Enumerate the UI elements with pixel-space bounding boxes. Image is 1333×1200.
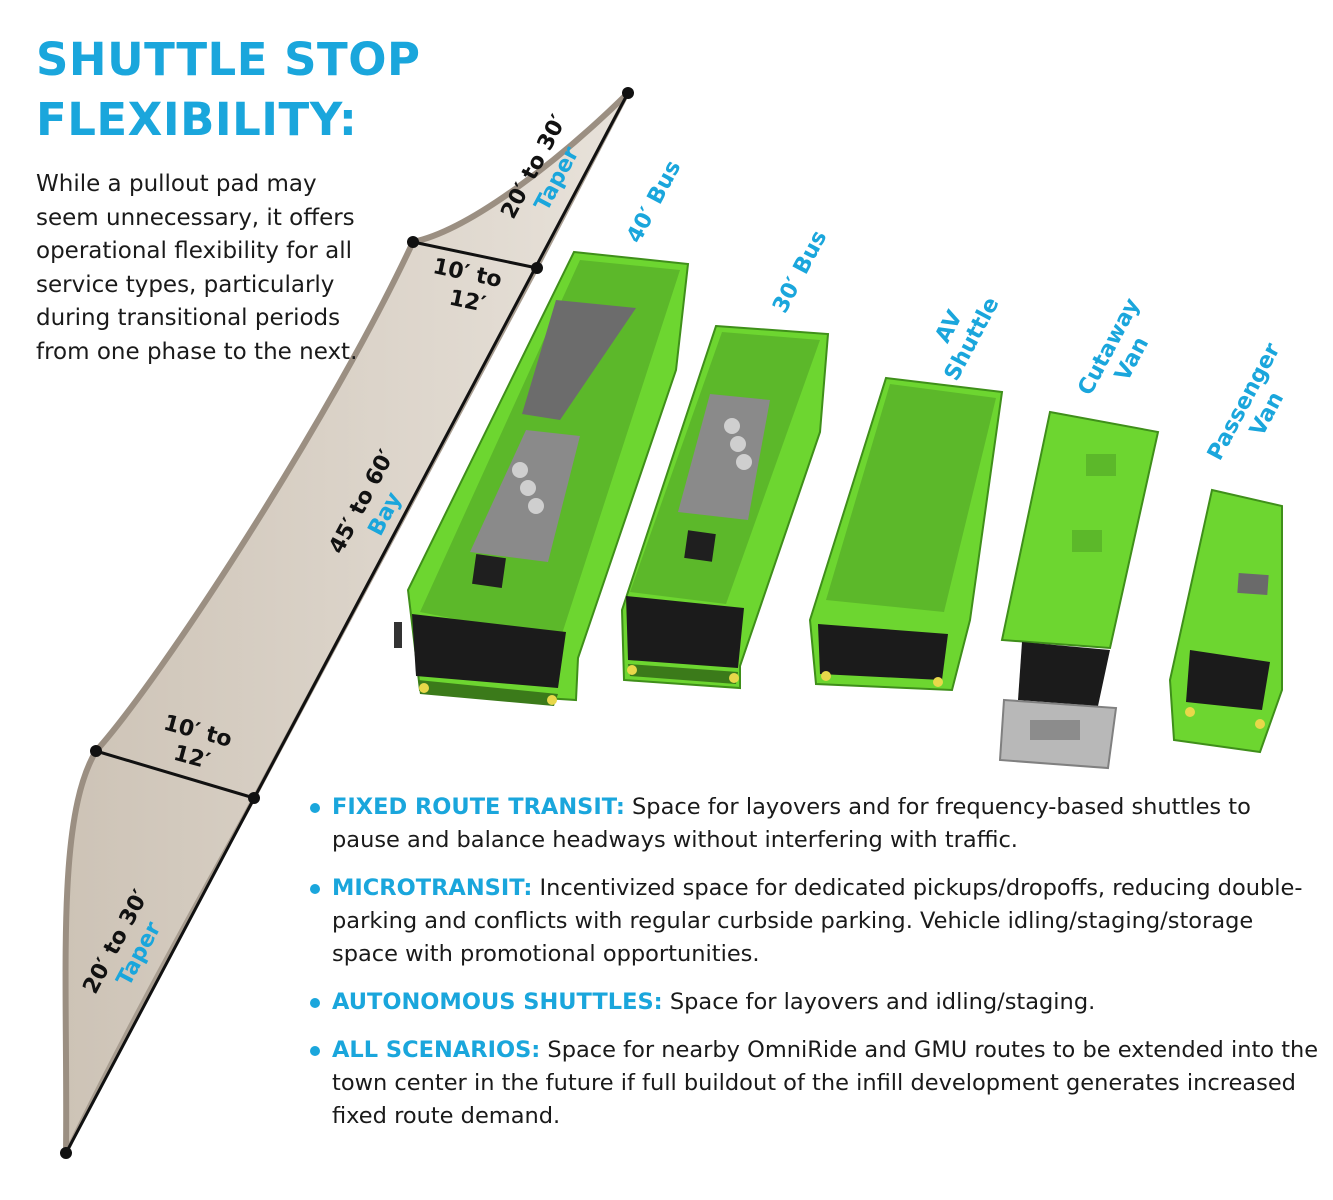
title-line-2: FLEXIBILITY:: [36, 93, 358, 146]
title-line-1: SHUTTLE STOP: [36, 33, 421, 86]
vehicle-av-shuttle: [808, 376, 1004, 692]
dimension-point: [407, 236, 419, 248]
bullet-icon: [310, 884, 320, 894]
bullet-autonomous-shuttles: AUTONOMOUS SHUTTLES: Space for layovers …: [308, 986, 1323, 1019]
bullet-list: FIXED ROUTE TRANSIT: Space for layovers …: [308, 791, 1323, 1148]
dimension-point: [531, 262, 543, 274]
bullet-text: Space for nearby OmniRide and GMU routes…: [332, 1037, 1319, 1129]
bullet-heading: MICROTRANSIT:: [332, 875, 533, 901]
bullet-text: Space for layovers and idling/staging.: [662, 989, 1096, 1015]
page-title: SHUTTLE STOP FLEXIBILITY:: [36, 30, 420, 150]
bullet-text: Incentivized space for dedicated pickups…: [332, 875, 1303, 967]
bullet-fixed-route: FIXED ROUTE TRANSIT: Space for layovers …: [308, 791, 1323, 857]
vehicle-label-30ft-bus: 30′ Bus: [768, 227, 832, 318]
curb-edge: [62, 90, 631, 1154]
vehicle-label-40ft-bus: 40′ Bus: [622, 157, 686, 248]
vehicle-30ft-bus: [620, 324, 830, 690]
bullet-all-scenarios: ALL SCENARIOS: Space for nearby OmniRide…: [308, 1034, 1323, 1133]
bullet-heading: AUTONOMOUS SHUTTLES:: [332, 989, 663, 1015]
bullet-text: Space for layovers and for frequency-bas…: [332, 794, 1251, 853]
intro-paragraph: While a pullout pad may seem unnecessary…: [36, 171, 358, 365]
dimension-point: [60, 1147, 72, 1159]
dimension-point: [248, 792, 260, 804]
top-width-line: [412, 240, 538, 270]
bullet-icon: [310, 803, 320, 813]
bullet-microtransit: MICROTRANSIT: Incentivized space for ded…: [308, 872, 1323, 971]
vehicle-cutaway-van: [998, 410, 1160, 770]
bullet-heading: ALL SCENARIOS:: [332, 1037, 541, 1063]
vehicle-40ft-bus: [394, 250, 690, 706]
bullet-icon: [310, 1046, 320, 1056]
dimension-point: [622, 87, 634, 99]
bullet-icon: [310, 998, 320, 1008]
vehicle-passenger-van: [1168, 488, 1283, 754]
dimension-point: [90, 745, 102, 757]
bottom-width-line: [95, 749, 255, 800]
bullet-heading: FIXED ROUTE TRANSIT:: [332, 794, 625, 820]
